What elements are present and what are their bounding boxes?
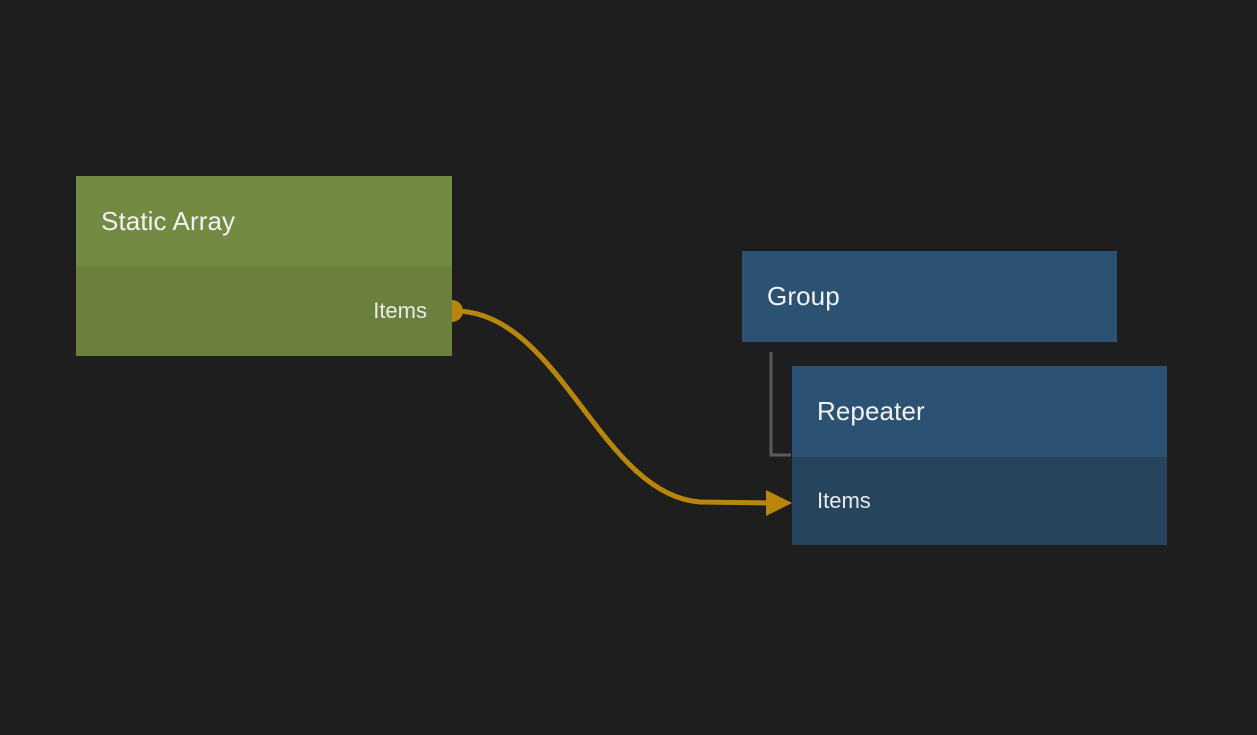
node-group[interactable]: Group — [742, 251, 1117, 342]
port-label-items-output: Items — [373, 298, 427, 323]
node-repeater-body: Items — [792, 457, 1167, 545]
node-static-array-title: Static Array — [101, 205, 236, 236]
node-group-title: Group — [767, 281, 840, 311]
node-repeater-title: Repeater — [817, 396, 925, 426]
node-repeater[interactable]: Repeater Items — [792, 366, 1167, 545]
connection-arrowhead — [766, 490, 792, 516]
node-static-array-header[interactable]: Static Array — [76, 176, 452, 266]
port-row-items-input[interactable]: Items — [792, 457, 1167, 545]
node-static-array[interactable]: Static Array Items — [76, 176, 452, 356]
node-static-array-body: Items — [76, 266, 452, 356]
containment-elbow-line — [769, 352, 791, 457]
connection-curve[interactable] — [452, 308, 778, 506]
port-label-items-input: Items — [817, 488, 871, 513]
node-group-header[interactable]: Group — [742, 251, 1117, 342]
port-row-items-output[interactable]: Items — [76, 266, 452, 356]
node-repeater-header[interactable]: Repeater — [792, 366, 1167, 457]
